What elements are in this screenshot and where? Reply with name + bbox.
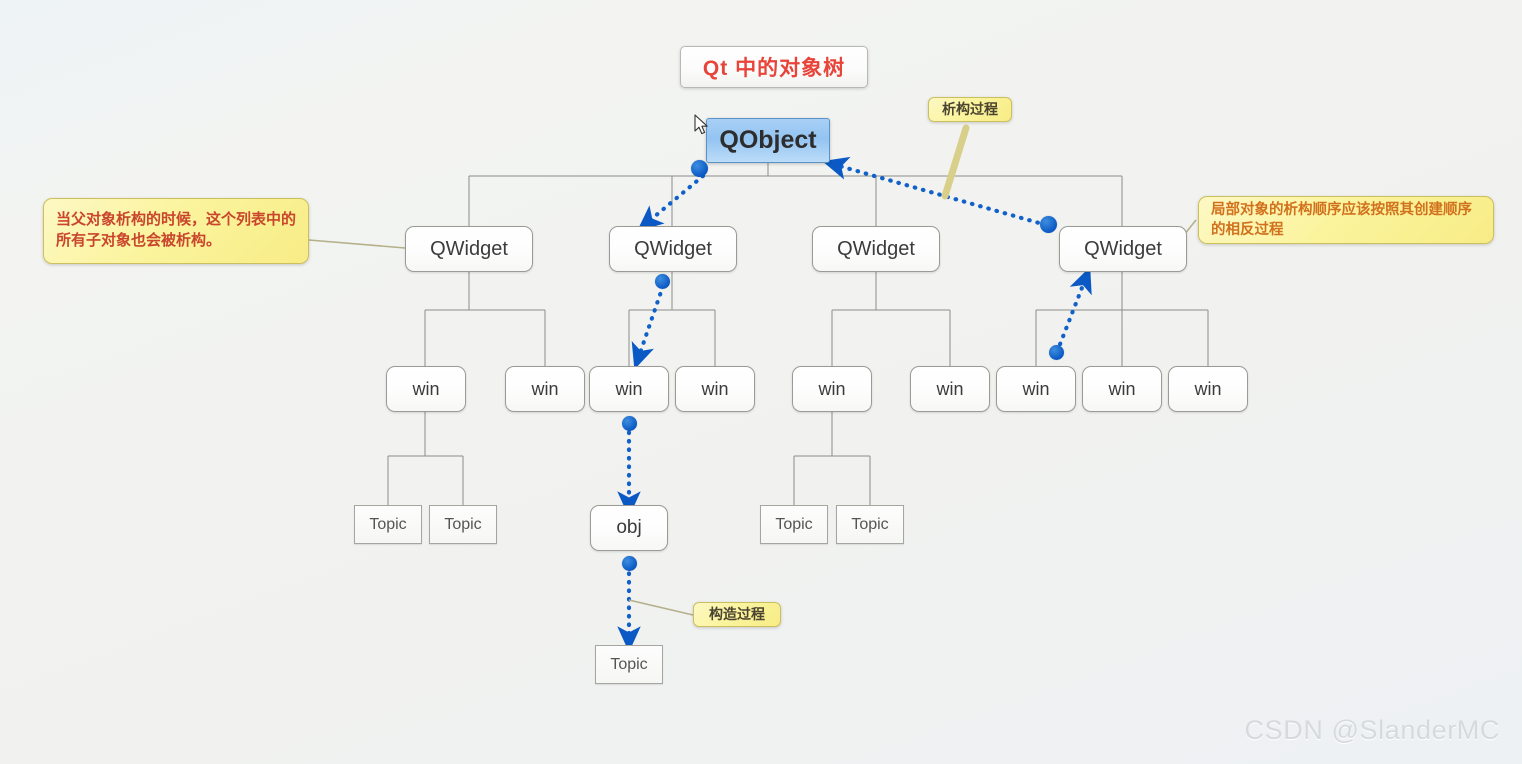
node-win-8[interactable]: win: [1082, 366, 1162, 412]
note-destruct-leader: [941, 124, 970, 200]
note-left-leader: [308, 239, 406, 249]
node-qwidget-2[interactable]: QWidget: [609, 226, 737, 272]
node-win-3[interactable]: win: [589, 366, 669, 412]
node-qwidget-3[interactable]: QWidget: [812, 226, 940, 272]
node-qwidget-1[interactable]: QWidget: [405, 226, 533, 272]
node-qobject[interactable]: QObject: [706, 118, 830, 163]
note-left[interactable]: 当父对象析构的时候，这个列表中的所有子对象也会被析构。: [43, 198, 309, 264]
flow-qwidget4-to-qobject: [822, 156, 1049, 228]
node-win-5[interactable]: win: [792, 366, 872, 412]
node-topic-1[interactable]: Topic: [354, 505, 422, 544]
node-win-4[interactable]: win: [675, 366, 755, 412]
handle-dot-qobject-left[interactable]: [691, 160, 708, 177]
handle-dot-win3-bottom[interactable]: [622, 416, 637, 431]
handle-dot-qwidget2-bottom[interactable]: [655, 274, 670, 289]
node-topic-3[interactable]: Topic: [760, 505, 828, 544]
handle-dot-qwidget4-top[interactable]: [1040, 216, 1057, 233]
watermark: CSDN @SlanderMC: [1244, 715, 1500, 745]
node-topic-5[interactable]: Topic: [595, 645, 663, 684]
node-topic-4[interactable]: Topic: [836, 505, 904, 544]
node-win-7[interactable]: win: [996, 366, 1076, 412]
mouse-cursor-icon: [694, 114, 708, 135]
note-destruction-process[interactable]: 析构过程: [928, 97, 1012, 122]
note-construction-process[interactable]: 构造过程: [693, 602, 781, 627]
note-construct-leader: [628, 599, 694, 616]
handle-dot-win7-top[interactable]: [1049, 345, 1064, 360]
node-win-2[interactable]: win: [505, 366, 585, 412]
node-win-6[interactable]: win: [910, 366, 990, 412]
page-title: Qt 中的对象树: [680, 46, 868, 88]
node-win-1[interactable]: win: [386, 366, 466, 412]
flow-win-to-qwidget4: [1054, 266, 1092, 355]
handle-dot-obj-bottom[interactable]: [622, 556, 637, 571]
node-obj[interactable]: obj: [590, 505, 668, 551]
flow-qwidget2-to-win: [631, 283, 666, 370]
note-right[interactable]: 局部对象的析构顺序应该按照其创建顺序的相反过程: [1198, 196, 1494, 244]
node-win-9[interactable]: win: [1168, 366, 1248, 412]
node-qwidget-4[interactable]: QWidget: [1059, 226, 1187, 272]
flow-qobject-to-qwidget2: [637, 173, 706, 232]
node-topic-2[interactable]: Topic: [429, 505, 497, 544]
